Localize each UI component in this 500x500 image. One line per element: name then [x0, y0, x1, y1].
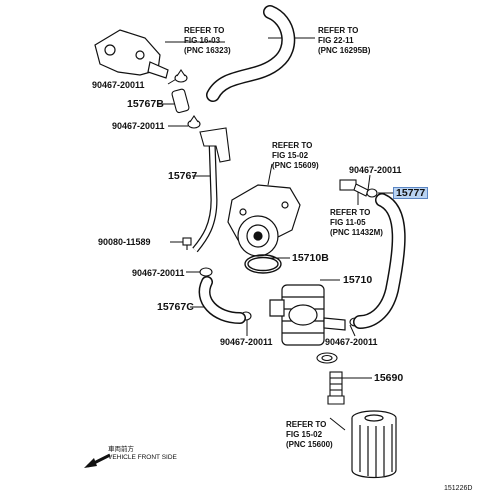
refer-line3: (PNC 15600): [286, 440, 333, 449]
refer-line3: (PNC 16323): [184, 46, 231, 55]
refer-line1: REFER TO: [272, 141, 313, 150]
hose-fitting: [339, 179, 378, 198]
oil-filter: [351, 410, 397, 479]
part-90467-20011[interactable]: 90467-20011: [132, 268, 185, 278]
part-90467-20011[interactable]: 90467-20011: [220, 337, 273, 347]
refer-line1: REFER TO: [318, 26, 359, 35]
hose-clamp: [187, 115, 201, 129]
pipe-15767: [193, 139, 217, 252]
water-outlet-housing: [94, 29, 169, 79]
leader-line: [367, 174, 371, 191]
refer-fig-22-11[interactable]: REFER TO FIG 22-11 (PNC 16295B): [318, 26, 370, 56]
refer-fig-11-05[interactable]: REFER TO FIG 11-05 (PNC 11432M): [330, 208, 383, 238]
refer-line1: REFER TO: [286, 420, 327, 429]
part-15767[interactable]: 15767: [168, 170, 198, 182]
part-90467-20011[interactable]: 90467-20011: [92, 80, 145, 90]
vehicle-front-label: 車両前方 VEHICLE FRONT SIDE: [108, 446, 177, 462]
refer-fig-15-02-pnc-15609[interactable]: REFER TO FIG 15-02 (PNC 15609): [272, 141, 319, 171]
refer-fig-15-02-pnc-15600[interactable]: REFER TO FIG 15-02 (PNC 15600): [286, 420, 333, 450]
leader-line: [267, 163, 273, 186]
hose-15767b: [171, 88, 190, 114]
refer-line1: REFER TO: [330, 208, 371, 217]
upper-hose: [207, 6, 294, 101]
hose-15767c: [200, 277, 245, 323]
leader-line: [349, 324, 356, 337]
water-pump: [227, 184, 301, 257]
part-90467-20011[interactable]: 90467-20011: [112, 121, 165, 131]
diagram-code: 151226D: [444, 485, 473, 492]
refer-line2: FIG 15-02: [286, 430, 323, 439]
part-90467-20011[interactable]: 90467-20011: [349, 165, 402, 175]
part-15767c[interactable]: 15767C: [157, 301, 194, 313]
vehicle-front-en: VEHICLE FRONT SIDE: [108, 454, 177, 461]
refer-fig-16-03[interactable]: REFER TO FIG 16-03 (PNC 16323): [184, 26, 231, 56]
part-15690[interactable]: 15690: [374, 372, 404, 384]
hose-clamp: [174, 69, 188, 83]
refer-line2: FIG 22-11: [318, 36, 354, 45]
vehicle-front-arrow-icon: [84, 453, 111, 468]
refer-line2: FIG 15-02: [272, 151, 309, 160]
part-90467-20011[interactable]: 90467-20011: [325, 337, 378, 347]
vehicle-front-jp: 車両前方: [108, 446, 134, 453]
part-15710b[interactable]: 15710B: [292, 252, 329, 264]
refer-line3: (PNC 11432M): [330, 228, 383, 237]
part-15710[interactable]: 15710: [343, 274, 373, 286]
refer-line3: (PNC 15609): [272, 161, 319, 170]
part-15767b[interactable]: 15767B: [127, 98, 164, 110]
refer-line2: FIG 16-03: [184, 36, 221, 45]
hose-15777: [354, 194, 405, 328]
part-90080-11589[interactable]: 90080-11589: [98, 237, 151, 247]
pipe-bracket: [199, 127, 231, 163]
part-15777-highlighted[interactable]: 15777: [393, 187, 429, 199]
bolt-90080: [182, 237, 192, 250]
union-bolt-15690: [316, 352, 345, 405]
refer-line2: FIG 11-05: [330, 218, 366, 227]
leader-line: [329, 417, 346, 431]
o-ring-15710b: [244, 254, 282, 274]
refer-line1: REFER TO: [184, 26, 225, 35]
refer-line3: (PNC 16295B): [318, 46, 371, 55]
oil-cooler: [269, 284, 346, 346]
